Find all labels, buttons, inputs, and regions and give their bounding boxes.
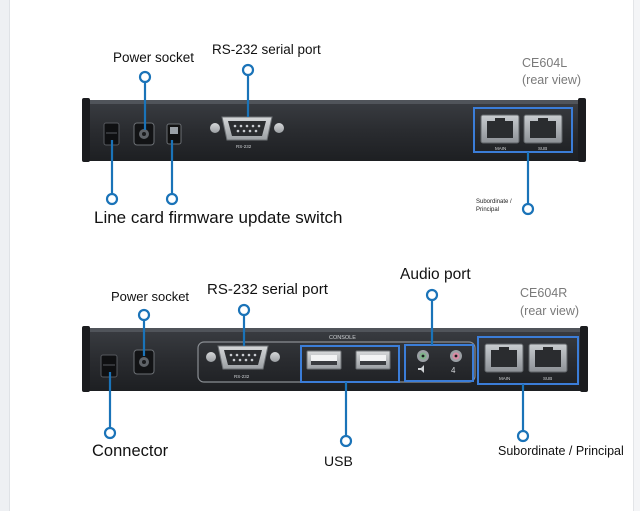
- ce604r-audio-label: Audio port: [400, 266, 471, 283]
- ce604r-printed-sub: SUB: [543, 376, 553, 381]
- ce604r-rs232-port: [206, 345, 280, 370]
- ce604r-unit: [82, 326, 588, 392]
- ce604r-usb-port-1: [306, 350, 342, 370]
- ce604l-printed-main: MAIN: [495, 146, 507, 151]
- ce604r-rj45-highlight: [477, 336, 579, 385]
- ce604l-firmware-switch-label: Line card firmware update switch: [94, 208, 343, 227]
- ce604r-usb-port-2: [355, 350, 391, 370]
- ce604l-subordinate-label-2: Principal: [476, 207, 500, 213]
- ce604l-rj45-highlight: [473, 107, 573, 153]
- ce604r-callouts: [103, 288, 530, 448]
- ce604l-callouts: [105, 63, 535, 216]
- ce604l-view-label: (rear view): [522, 73, 582, 87]
- ce604l-model-label: CE604L: [522, 56, 568, 70]
- ce604l-unit: [82, 98, 586, 162]
- ce604r-model-label: CE604R: [520, 286, 568, 300]
- ce604l-rs232-port: [210, 116, 284, 141]
- ce604l-power-socket-label: Power socket: [113, 50, 195, 65]
- ce604l-rj45-sub: [523, 114, 563, 144]
- ce604l-printed-rs232: RS-232: [236, 144, 252, 149]
- ce604r-printed-audio-num: 4: [451, 366, 456, 375]
- ce604l-subordinate-label-1: Subordinate /: [476, 199, 512, 205]
- ce604l-chassis: [86, 100, 582, 161]
- ce604r-connector-label: Connector: [92, 442, 169, 460]
- frame-edge-left: [0, 0, 10, 511]
- ce604r-console-printed: CONSOLE: [329, 335, 356, 341]
- ce604r-printed-main: MAIN: [499, 376, 511, 381]
- ce604r-usb-highlight: [300, 345, 400, 383]
- ce604l-rj45-main: [480, 114, 520, 144]
- ce604r-subordinate-label: Subordinate / Principal: [498, 444, 624, 458]
- ce604r-rj45-sub: [528, 343, 568, 373]
- ce604r-power-socket-label: Power socket: [111, 289, 190, 304]
- ce604r-audio-jack-green: [417, 350, 429, 362]
- ce604l-printed-sub: SUB: [538, 146, 548, 151]
- ce604r-rs232-label: RS-232 serial port: [207, 281, 328, 298]
- ce604r-view-label: (rear view): [520, 304, 580, 318]
- ce604r-usb-label: USB: [324, 453, 353, 469]
- ce604r-audio-jack-pink: [450, 350, 462, 362]
- ce604r-audio-highlight: [404, 344, 474, 382]
- frame-edge-right: [633, 0, 640, 511]
- ce604r-printed-rs232: RS-232: [234, 374, 250, 379]
- ce604r-rj45-main: [484, 343, 524, 373]
- ce604l-rs232-label: RS-232 serial port: [212, 42, 321, 57]
